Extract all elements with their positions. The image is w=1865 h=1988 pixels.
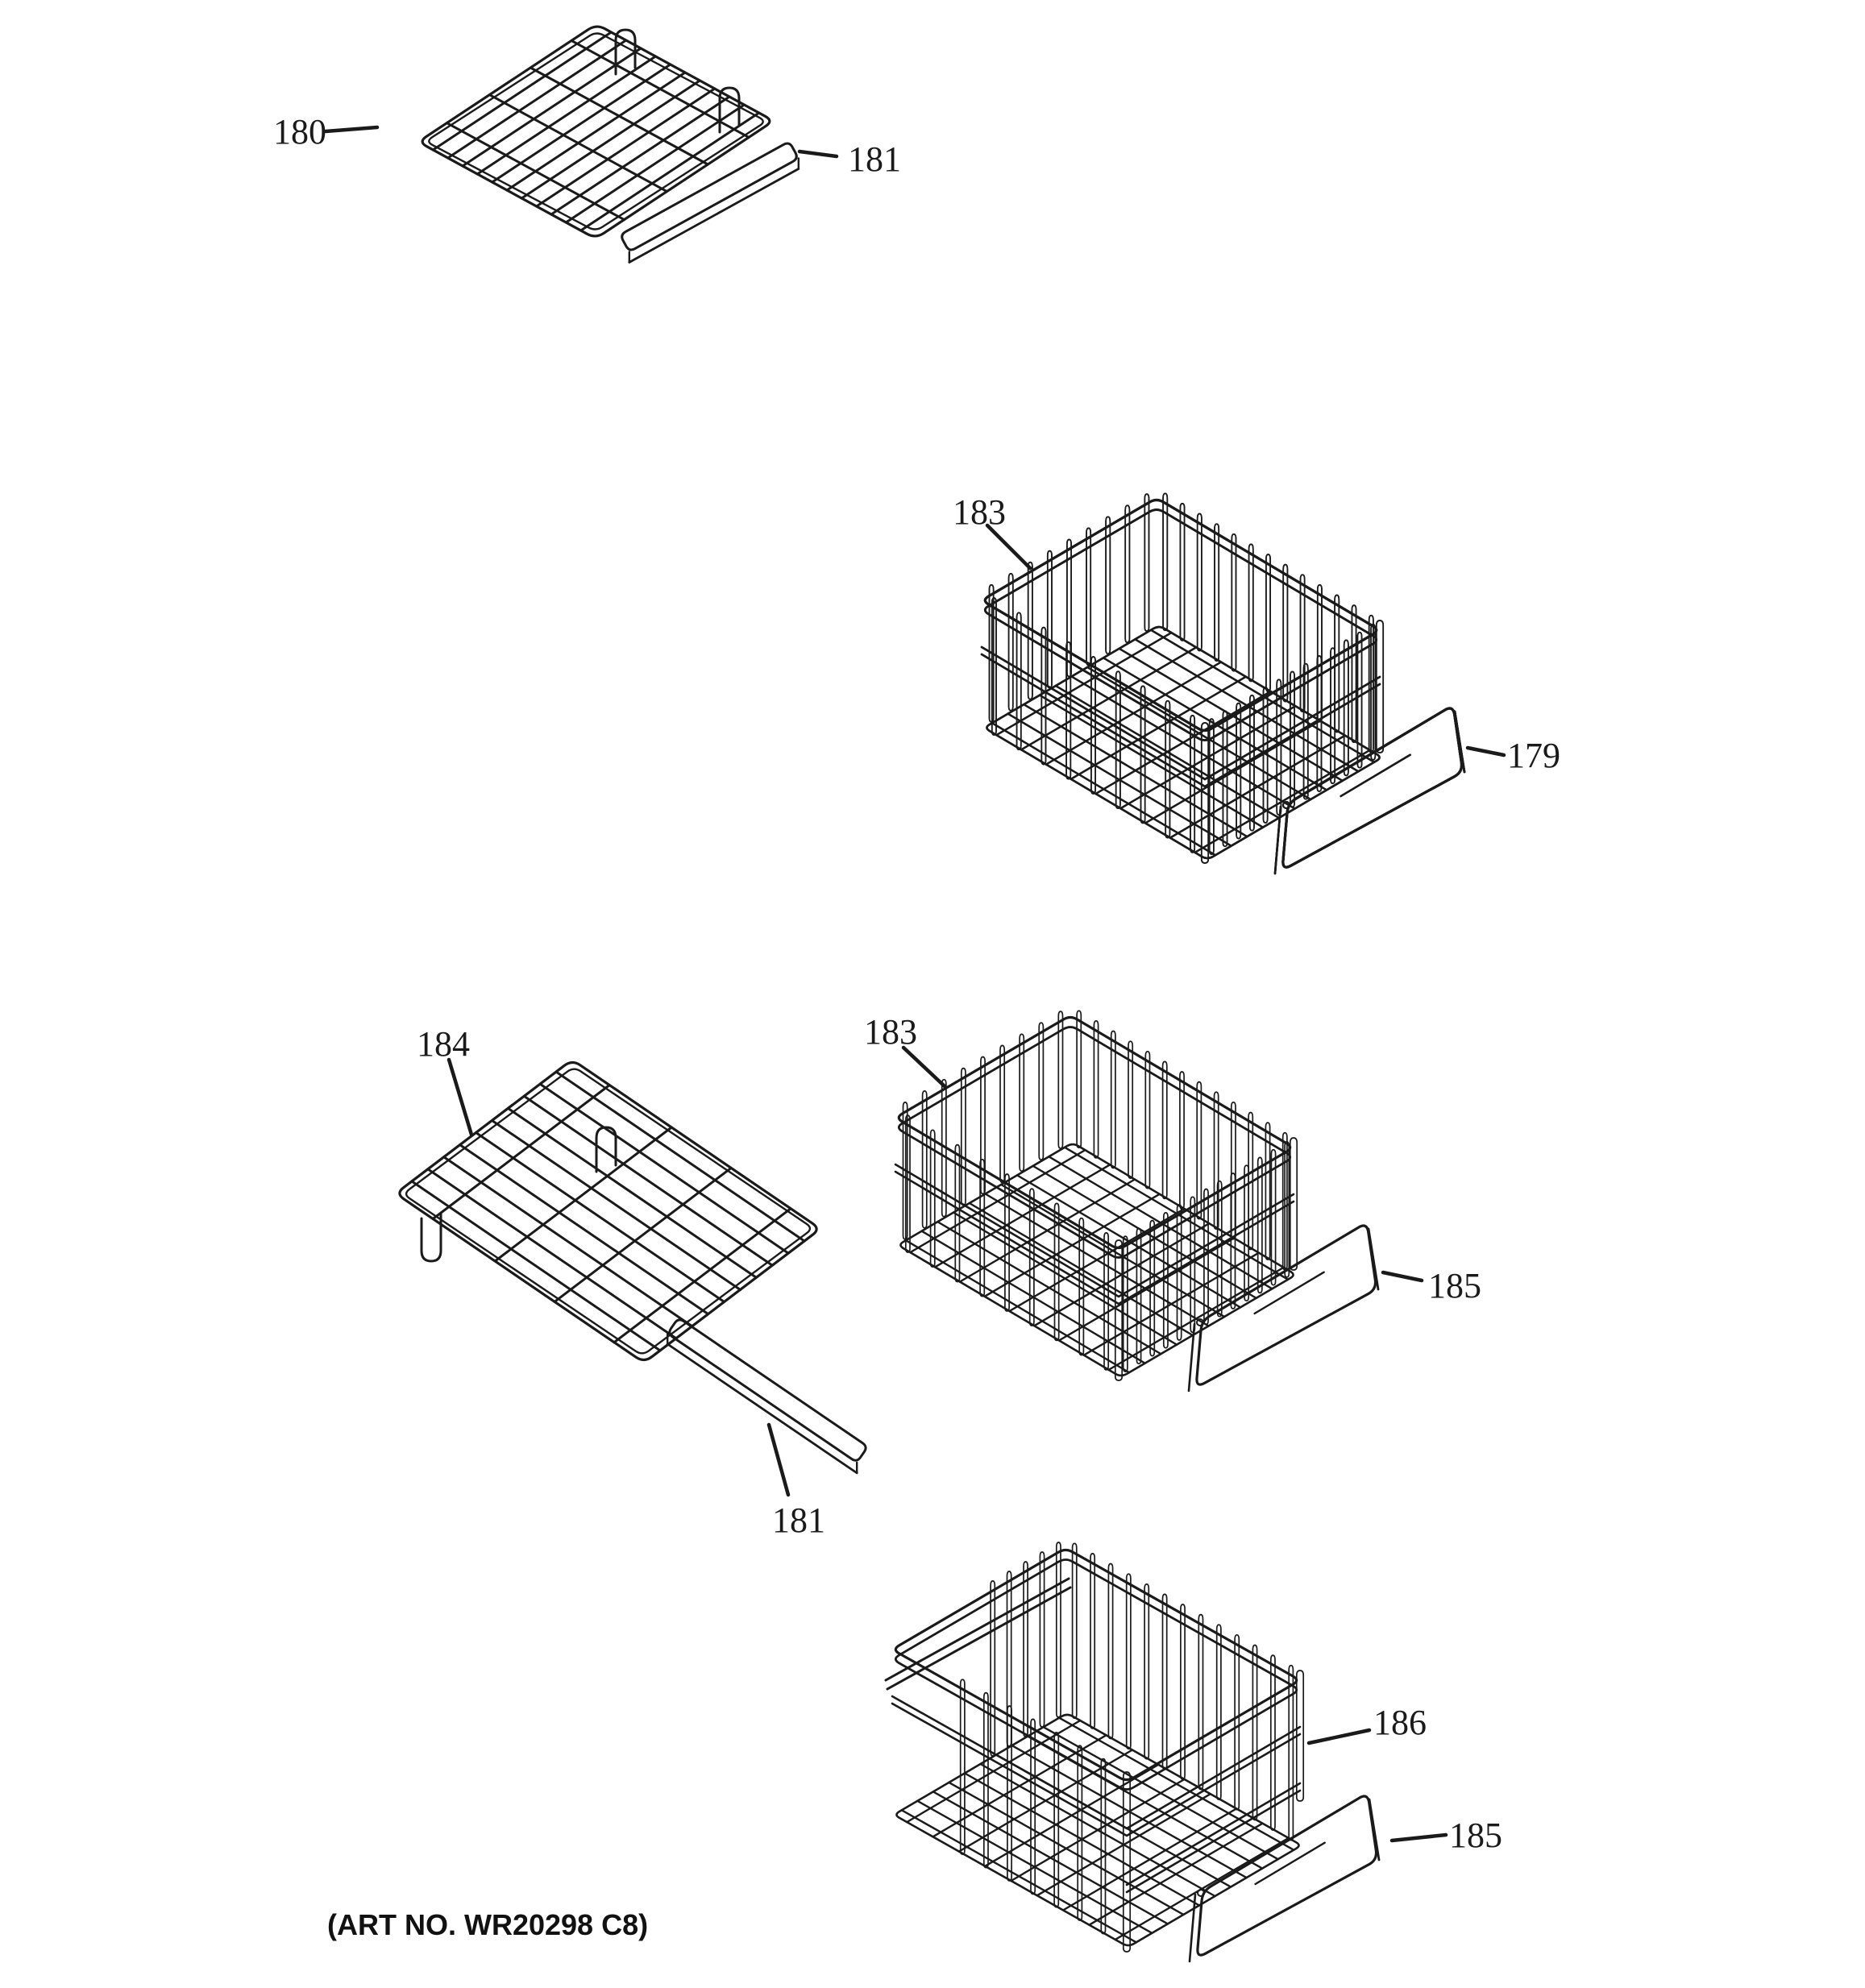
callout-panel-mid: 185 [1428, 1266, 1481, 1305]
basket-186-drawing [884, 1542, 1381, 1963]
leader-shelf-mid [447, 1057, 474, 1137]
callout-basket-mid: 183 [864, 1012, 917, 1052]
leader-lines [323, 125, 1506, 1843]
leader-basket-upper [985, 523, 1032, 571]
callout-trim-mid: 181 [772, 1500, 825, 1540]
shelf-184-drawing [398, 1060, 818, 1362]
line-art [398, 25, 1466, 1963]
basket-183-mid [895, 1011, 1378, 1391]
leader-panel-bottom [1389, 1832, 1448, 1843]
basket-183-upper [982, 493, 1464, 874]
callout-panel-bottom: 185 [1449, 1816, 1502, 1855]
leader-panel-upper [1465, 745, 1506, 757]
leader-trim-top [797, 149, 839, 159]
leader-shelf-top [323, 125, 380, 134]
art-number: (ART NO. WR20298 C8) [327, 1908, 648, 1941]
callout-shelf-mid: 184 [417, 1024, 470, 1064]
callout-basket-upper: 183 [953, 492, 1006, 532]
trim-181-top-drawing [621, 142, 800, 264]
callouts: 180 181 183 179 184 181 183 185 186 185 [273, 112, 1560, 1855]
trim-181-mid-drawing [666, 1318, 867, 1475]
leader-panel-mid [1381, 1270, 1424, 1283]
callout-shelf-top: 180 [273, 112, 326, 151]
callout-trim-top: 181 [848, 139, 901, 179]
callout-basket-bottom: 186 [1373, 1703, 1427, 1742]
leader-basket-mid [901, 1045, 947, 1089]
leader-trim-mid [766, 1422, 791, 1497]
leader-basket-bottom [1306, 1728, 1372, 1745]
shelf-180-drawing [421, 25, 771, 238]
callout-panel-upper: 179 [1507, 736, 1560, 775]
